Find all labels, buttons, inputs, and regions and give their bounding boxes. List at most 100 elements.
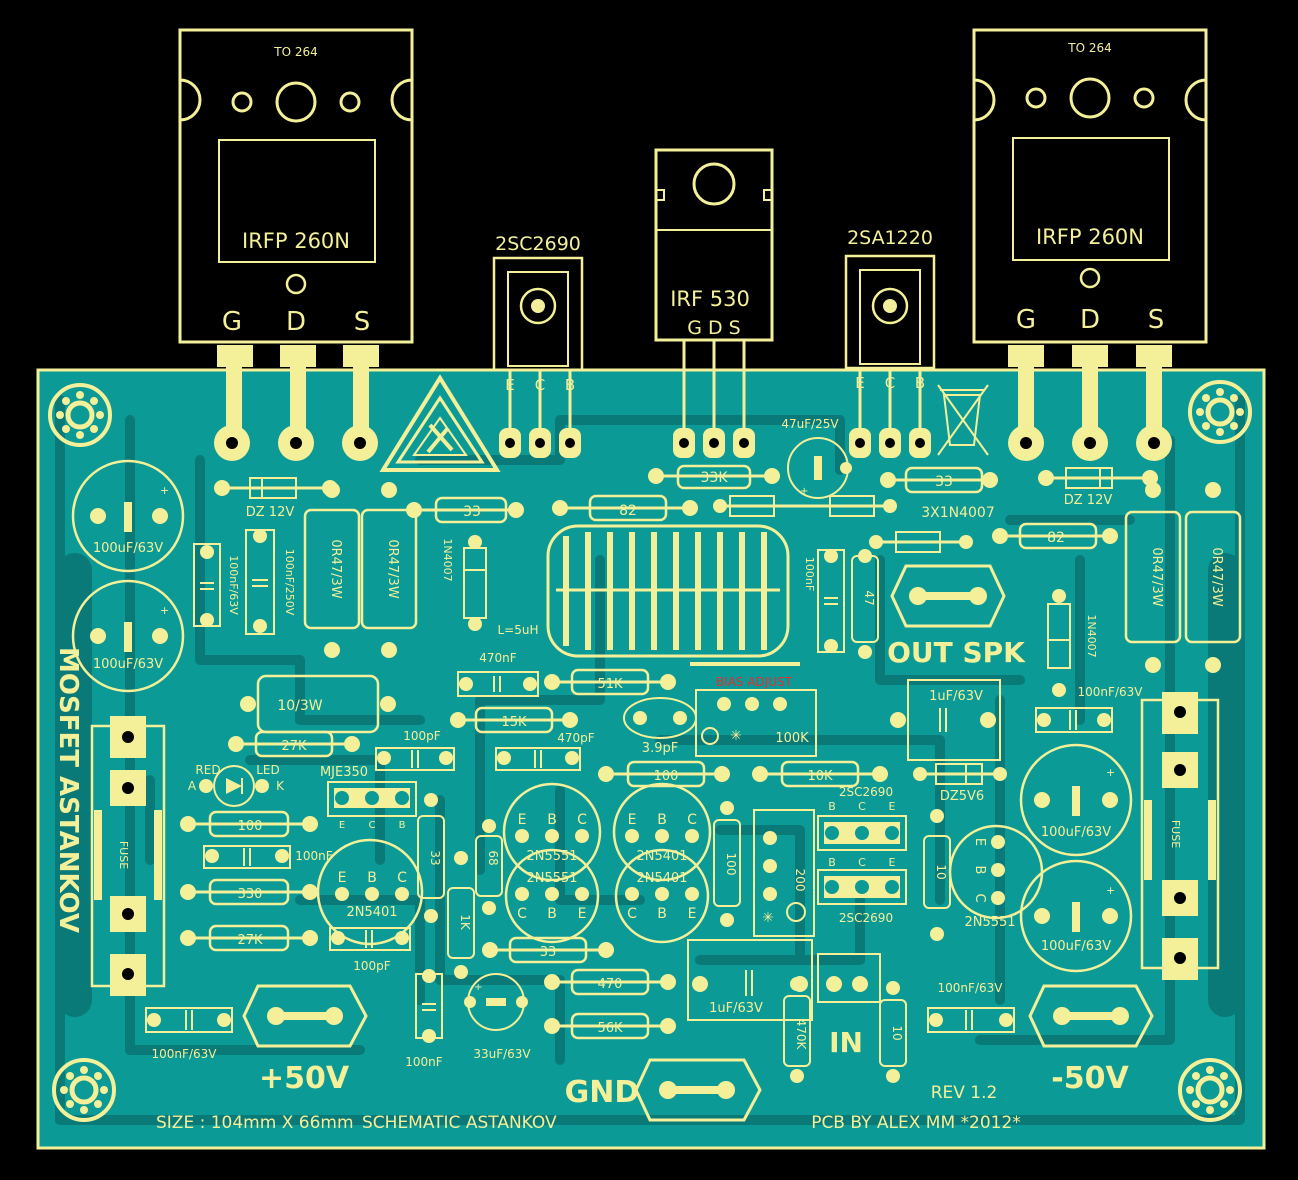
red-led: RED LED A K [188,763,285,807]
r27k-a-label: 27K [281,739,307,754]
r0r47-3-label: 0R47/3W [1149,547,1164,606]
resistor-470k: 470K [783,977,811,1083]
resistor-330: 330 [180,878,318,906]
c470n-label: 470nF [479,651,517,665]
mje350-label: MJE350 [320,765,368,780]
fuse-left: FUSE [90,716,166,996]
q2n5401-c-label: 2N5401 [636,871,687,886]
left-g-label: G [222,307,242,337]
terminal-plus-50v: +50V [242,984,368,1096]
transistor-2n5551-center-bottom: 2N5551 C B E [504,848,600,944]
c100n-63-c-label: 100nF/63V [152,1047,218,1061]
c1u-a-label: 1uF/63V [929,689,983,704]
pin-e-label: E [972,838,987,846]
r470k-label: 470K [794,1019,808,1051]
inductor-label: L=5uH [497,623,538,637]
r27k-b-label: 27K [237,933,263,948]
pot100k-label: 100K [775,731,809,746]
trimmer-200: ✳ 200 [753,809,815,937]
resistor-33-top-left: 33 [406,496,524,524]
irf530-pins-label: G D S [687,317,741,339]
dz5v6-label: DZ5V6 [940,789,984,804]
r47-label: 47 [862,590,876,605]
driver-2sc2690-top: 2SC2690 E C B [492,233,584,458]
r100-b-label: 100 [654,769,679,784]
d1n4007-a-label: 1N4007 [441,538,454,581]
c470p-label: 470pF [557,731,595,745]
pin-b-label: B [657,812,667,828]
svg-text:+: + [1106,884,1115,897]
c100u-2-label: 100uF/63V [93,657,163,672]
led-a-label: A [188,779,197,793]
right-g-label: G [1016,305,1036,335]
pin-e-label: E [628,812,637,828]
pin-e-label: E [578,906,587,922]
diodes-label: 3X1N4007 [921,505,995,521]
resistor-100-left: 100 [180,810,318,838]
zener-dz5v6: DZ5V6 [913,763,1007,804]
cap-470pf: 470pF [495,731,595,771]
pin-b-label: B [547,906,557,922]
r68-label: 68 [486,850,500,865]
c100n-250-label: 100nF/250V [283,549,296,616]
pin-c-label: C [397,870,407,886]
input-connector: IN [817,953,881,1059]
resistor-33-vertical: 33 [417,793,445,923]
board-title: MOSFET ASTANKOV [53,647,83,933]
q2n5551-b-label: 2N5551 [526,871,577,886]
q2sc-a-label: 2SC2690 [839,785,893,799]
r10-a-label: 10 [934,864,948,879]
svg-text:+: + [1106,766,1115,779]
input-label: IN [829,1026,863,1059]
cap-100nf-63v-bottom-left: 100nF/63V [145,1007,233,1061]
left-part-label: IRFP 260N [242,229,350,253]
r0r47-4-label: 0R47/3W [1209,547,1224,606]
esd-warning-icon [379,374,501,472]
pin-e-label: E [688,906,697,922]
out-spk-label: OUT SPK [887,636,1026,669]
cap-100uf-2: + 100uF/63V [71,579,185,693]
r10k-label: 10K [807,769,833,784]
r33-c-label: 33 [428,850,442,865]
minus-50v-label: -50V [1051,1061,1129,1096]
resistor-470: 470 [544,968,676,996]
pin-e-label: E [339,820,345,831]
pin-b-label: B [828,856,836,869]
svg-text:+: + [800,486,808,497]
r0r47-1-label: 0R47/3W [328,539,343,598]
cap-100nf-bottom-vertical: 100nF [405,969,443,1069]
footer-schematic: SCHEMATIC ASTANKOV [362,1113,557,1133]
resistor-1k: 1K [447,851,475,979]
c3-9p-label: 3.9pF [642,741,678,756]
r100-c-label: 100 [724,853,738,876]
c100n-63-a-label: 100nF/63V [227,555,240,615]
transistor-2n5551-right: E B C 2N5551 [948,824,1044,930]
cap-1uf-bottom: 1uF/63V [687,939,813,1021]
zener-dz12v-right: DZ 12V [1038,467,1158,508]
pin-b-label: B [972,866,987,875]
resistor-47: 47 [851,549,879,659]
cap-33uf-63v: + 33uF/63V [464,973,531,1061]
out-spk-terminal: OUT SPK [887,564,1026,669]
fuse-right-label: FUSE [1169,820,1182,848]
bias-label: BIAS ADJUST [716,675,793,689]
svg-text:+: + [160,484,169,497]
r82-a-label: 82 [619,503,637,519]
cap-100nf-250v: 100nF/250V [245,529,296,635]
transistor-2sc2690-a: 2SC2690 B C E [817,785,907,851]
resistor-10-vertical-a: 10 [923,809,951,941]
plus-50v-label: +50V [259,1061,350,1096]
fuse-left-label: FUSE [117,841,130,869]
resistor-10k: 10K [752,760,888,788]
irf530-label: IRF 530 [670,287,750,311]
cap-100nf-vertical-mid: 100nF [803,549,845,653]
diode-1n4007-right: 1N4007 [1047,589,1098,697]
resistor-33k-top: 33K [648,464,780,490]
svg-text:+: + [474,982,482,993]
resistor-82-right: 82 [992,522,1118,550]
r33-d-label: 33 [540,945,557,960]
resistor-15k: 15K [450,706,578,734]
footer-size: SIZE : 104mm X 66mm [156,1113,354,1133]
pin-c-label: C [972,893,987,902]
